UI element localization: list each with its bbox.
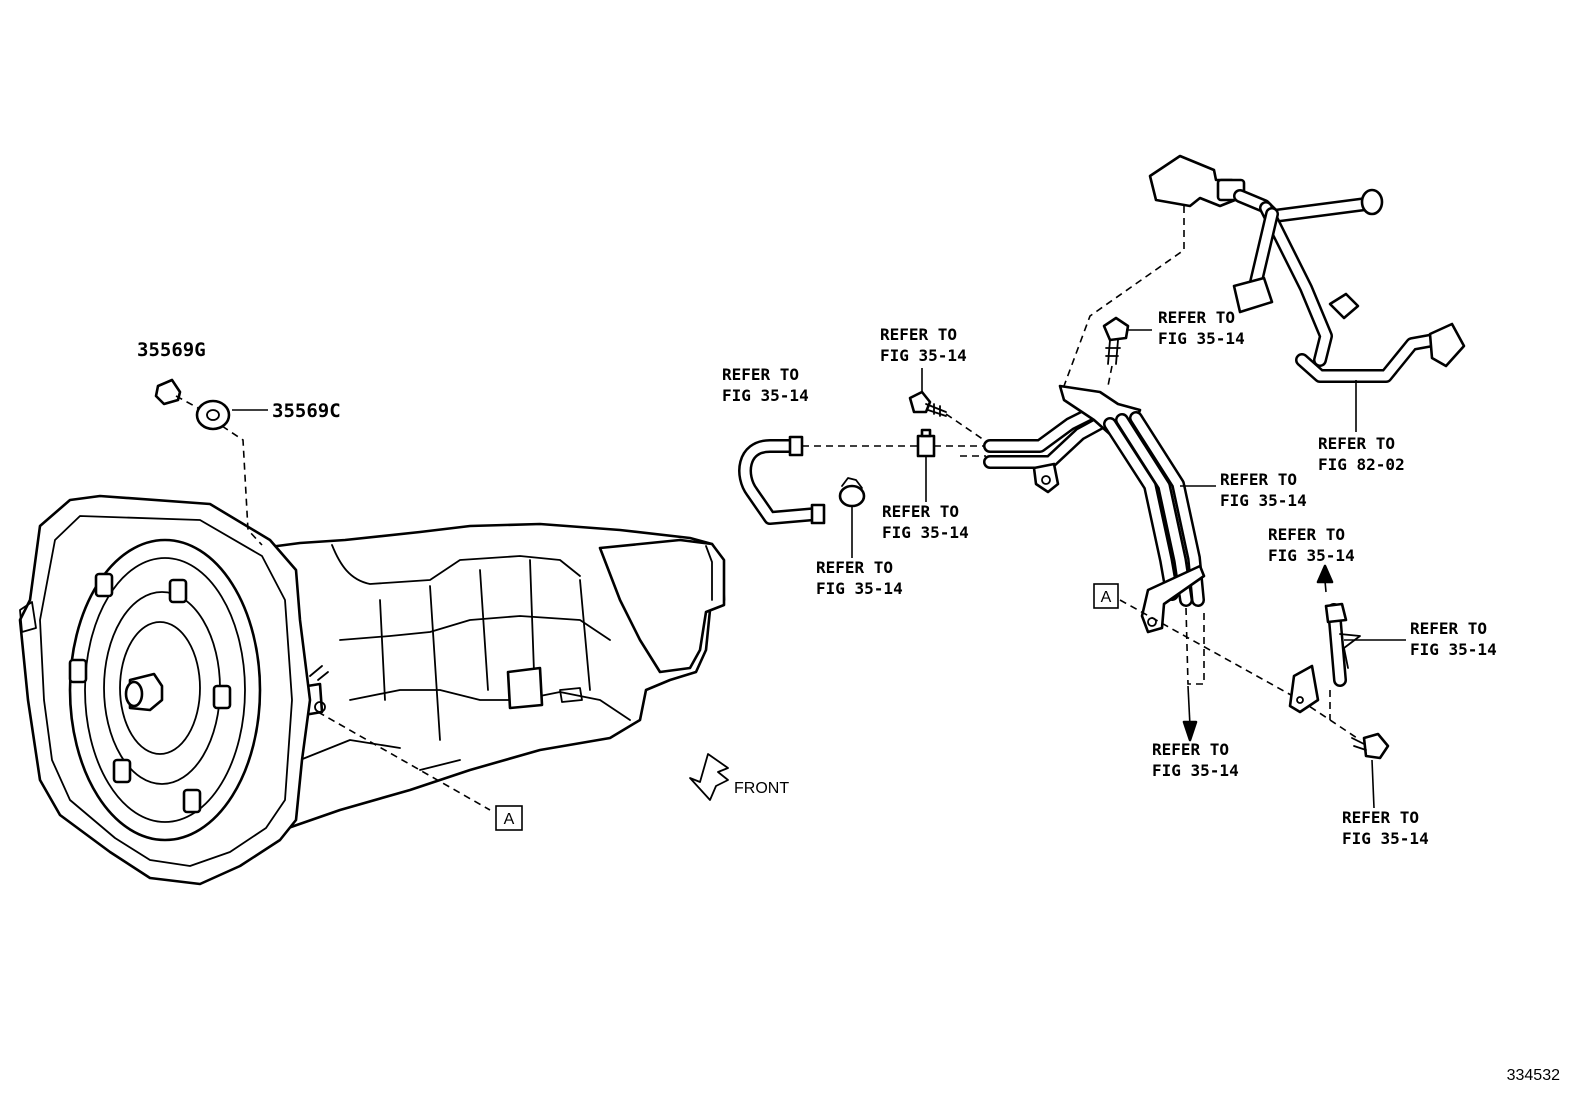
bolt-upper-left[interactable] [908, 368, 947, 417]
svg-text:REFER TO: REFER TO [1410, 619, 1487, 638]
refer-label-9: REFER TO FIG 35-14 [1410, 619, 1497, 659]
front-direction-indicator: FRONT [689, 753, 789, 801]
refer-label-7: REFER TO FIG 35-14 [1220, 470, 1307, 510]
bolt-to-bracket-upper [1107, 365, 1113, 387]
bolt-to-bracket [945, 413, 985, 441]
up-arrow-icon [1316, 564, 1334, 584]
leader-35569-to-case [175, 395, 263, 546]
svg-text:REFER TO: REFER TO [1220, 470, 1297, 489]
svg-text:FIG 35-14: FIG 35-14 [722, 386, 809, 405]
svg-text:FIG 35-14: FIG 35-14 [1220, 491, 1307, 510]
svg-text:A: A [1101, 589, 1112, 606]
svg-text:FIG 35-14: FIG 35-14 [1158, 329, 1245, 348]
svg-text:FIG 35-14: FIG 35-14 [816, 579, 903, 598]
refer-label-5: REFER TO FIG 35-14 [816, 558, 903, 598]
svg-text:REFER TO: REFER TO [1158, 308, 1235, 327]
figure-number: 334532 [1507, 1067, 1560, 1084]
bolt-lower-right[interactable] [1351, 732, 1390, 809]
refer-label-2: REFER TO FIG 35-14 [880, 325, 967, 365]
svg-text:REFER TO: REFER TO [1268, 525, 1345, 544]
part-number-35569g: 35569G [137, 339, 206, 361]
svg-text:FIG 35-14: FIG 35-14 [880, 346, 967, 365]
refer-label-1: REFER TO FIG 35-14 [722, 365, 809, 405]
down-arrow-shaft [1187, 685, 1191, 727]
svg-text:FIG 35-14: FIG 35-14 [1152, 761, 1239, 780]
marker-a-right: A [1093, 583, 1361, 741]
breather-pipe-assembly[interactable] [983, 384, 1206, 634]
union-fitting[interactable] [916, 428, 936, 502]
svg-text:REFER TO: REFER TO [1152, 740, 1229, 759]
hose-clamp[interactable] [838, 477, 866, 558]
part-35569c[interactable]: 35569C [195, 399, 341, 431]
svg-text:REFER TO: REFER TO [816, 558, 893, 577]
svg-text:FIG 82-02: FIG 82-02 [1318, 455, 1405, 474]
svg-text:FIG 35-14: FIG 35-14 [882, 523, 969, 542]
refer-label-6: REFER TO FIG 82-02 [1318, 434, 1405, 474]
harness-to-bracket [1063, 206, 1185, 387]
marker-a-left: A [317, 711, 523, 831]
refer-label-11: REFER TO FIG 35-14 [1342, 808, 1429, 848]
bolt-upper-right[interactable] [1102, 316, 1152, 365]
wire-harness[interactable] [1148, 154, 1466, 383]
front-arrow-icon [689, 753, 729, 801]
filler-tube-assembly[interactable] [1288, 602, 1361, 714]
down-arrow-icon [1182, 720, 1198, 742]
svg-text:A: A [504, 811, 515, 828]
refer-label-3: REFER TO FIG 35-14 [1158, 308, 1245, 348]
svg-text:REFER TO: REFER TO [1342, 808, 1419, 827]
svg-text:REFER TO: REFER TO [880, 325, 957, 344]
refer-label-8: REFER TO FIG 35-14 [1268, 525, 1355, 565]
pipes-down-extension [1185, 607, 1205, 685]
svg-text:REFER TO: REFER TO [722, 365, 799, 384]
part-35569g[interactable]: 35569G [137, 339, 206, 406]
svg-text:FIG 35-14: FIG 35-14 [1410, 640, 1497, 659]
refer-label-10: REFER TO FIG 35-14 [1152, 740, 1239, 780]
svg-text:REFER TO: REFER TO [1318, 434, 1395, 453]
breather-hose[interactable] [738, 435, 826, 525]
svg-text:FIG 35-14: FIG 35-14 [1342, 829, 1429, 848]
refer-label-4: REFER TO FIG 35-14 [882, 502, 969, 542]
svg-text:REFER TO: REFER TO [882, 502, 959, 521]
transmission-assembly [18, 494, 726, 886]
front-label: FRONT [734, 780, 789, 797]
part-number-35569c: 35569C [272, 400, 341, 422]
svg-text:FIG 35-14: FIG 35-14 [1268, 546, 1355, 565]
union-to-pipe [934, 445, 990, 457]
